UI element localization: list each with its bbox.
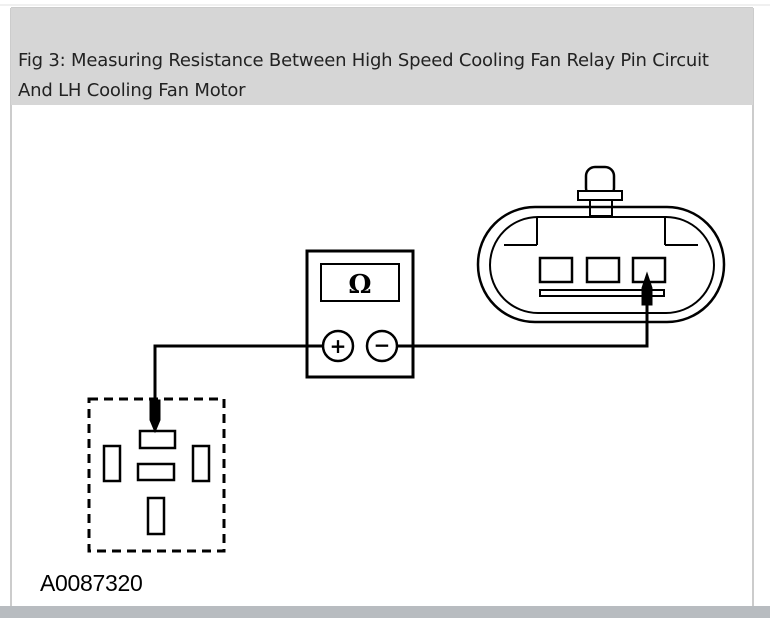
- cooling-fan-relay-socket: [87, 397, 226, 553]
- figure-caption: Fig 3: Measuring Resistance Between High…: [18, 50, 709, 101]
- relay-pin-center: [136, 462, 176, 482]
- relay-socket-outline: [87, 397, 226, 553]
- caption-bar: [11, 8, 753, 105]
- connector-outer-shell: [476, 205, 726, 324]
- positive-terminal-label: +: [330, 334, 347, 358]
- positive-lead: [153, 344, 323, 405]
- test-leads: [153, 300, 649, 405]
- connector-inner-shell: [489, 216, 715, 314]
- multimeter: Ω + −: [305, 249, 415, 379]
- relay-pin-right: [191, 444, 211, 483]
- meter-display: [320, 263, 400, 302]
- negative-lead: [397, 300, 649, 348]
- relay-pin-bottom: [146, 496, 166, 536]
- connector-key-slot: [539, 289, 665, 297]
- positive-probe-tip: [149, 399, 161, 434]
- relay-pin-top: [138, 429, 177, 450]
- relay-pin-left: [102, 444, 122, 483]
- probe-tips: [149, 271, 653, 434]
- fan-motor-connector: [476, 165, 726, 324]
- negative-probe-tip: [641, 271, 653, 306]
- connector-cavity-2: [585, 256, 621, 284]
- ohm-symbol: Ω: [348, 270, 371, 300]
- figure-id: A0087320: [40, 570, 143, 596]
- connector-cavity-1: [538, 256, 574, 284]
- negative-terminal-label: −: [374, 333, 391, 357]
